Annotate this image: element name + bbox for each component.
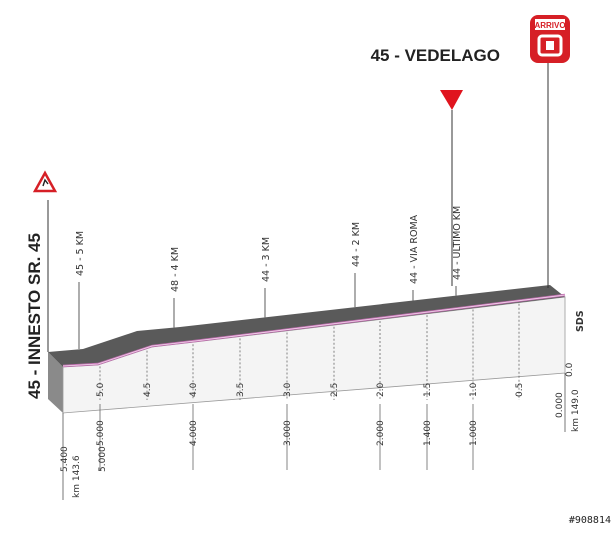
tick-label-top: 1.0 bbox=[469, 382, 479, 397]
road-sign-label: 45 - 5 KM bbox=[75, 231, 86, 276]
tick-label-top: 2.0 bbox=[376, 382, 386, 397]
road-sign-label: 44 - ULTIMO KM bbox=[452, 206, 463, 280]
finish-km-remaining: 0.000 bbox=[555, 392, 565, 418]
tick-label-top: 3.0 bbox=[283, 382, 293, 397]
route-line-highlight bbox=[62, 294, 566, 367]
road-sign-label: 48 - 4 KM bbox=[170, 247, 181, 292]
finish-km-at: 0.0 bbox=[565, 362, 575, 377]
sds-label: SDS bbox=[575, 310, 586, 332]
tick-label-top: 5.0 bbox=[96, 382, 106, 397]
start-title: 45 - INNESTO SR. 45 bbox=[25, 233, 44, 399]
tick-label-bottom: 1.400 bbox=[423, 420, 433, 446]
road-signs: 45 - 5 KM 48 - 4 KM 44 - 3 KM 44 - 2 KM 44 -… bbox=[75, 206, 463, 349]
tick-label-bottom: 5.000 bbox=[96, 420, 106, 446]
start-km-remaining: 5.400 bbox=[60, 446, 70, 472]
tick-label-bottom: 3.000 bbox=[283, 420, 293, 446]
km-ticks: 5.0 5.000 4.5 4.0 4.000 3.5 3.0 3.000 2.5 2.0 2.00… bbox=[96, 303, 525, 470]
tick-label-bottom: 1.000 bbox=[469, 420, 479, 446]
tick-label-top: 3.5 bbox=[236, 383, 246, 397]
tick-label-top: 1.5 bbox=[423, 383, 433, 397]
finish-title: 45 - VEDELAGO bbox=[371, 46, 500, 65]
finish-km-total: km 149.0 bbox=[571, 389, 581, 432]
start-km-at: 5.000 bbox=[98, 446, 108, 472]
start-km-total: km 143.6 bbox=[72, 455, 82, 498]
road-sign-label: 44 - 2 KM bbox=[351, 222, 362, 267]
road-sign-label: 44 - VIA ROMA bbox=[409, 214, 420, 284]
tick-label-top: 4.0 bbox=[189, 382, 199, 397]
tick-label-bottom: 4.000 bbox=[189, 420, 199, 446]
start-warning-icon bbox=[32, 170, 58, 193]
arrivo-badge-label: ARRIVO bbox=[534, 21, 565, 30]
tick-label-bottom: 2.000 bbox=[376, 420, 386, 446]
tick-label-top: 2.5 bbox=[330, 383, 340, 397]
tick-label-top: 0.5 bbox=[515, 383, 525, 397]
watermark: #908814 bbox=[568, 515, 611, 526]
road-sign-label: 44 - 3 KM bbox=[261, 237, 272, 282]
last-km-flag-icon bbox=[440, 90, 463, 110]
profile-left-face bbox=[48, 352, 63, 413]
arrivo-icon: ARRIVO bbox=[530, 15, 570, 63]
tick-label-top: 4.5 bbox=[143, 383, 153, 397]
